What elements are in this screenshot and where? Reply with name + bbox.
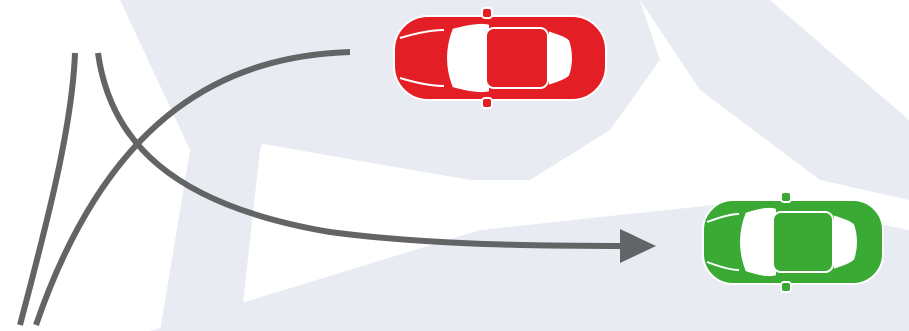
watermark-shape-right — [640, 0, 909, 200]
car-windshield — [739, 207, 777, 277]
car-top-view-icon — [703, 192, 883, 292]
car-roof — [773, 212, 833, 272]
car-windshield — [446, 23, 490, 93]
car-rear-window — [833, 214, 858, 270]
car-mirror — [781, 282, 791, 292]
car-rear-window — [548, 30, 573, 86]
red-car — [394, 8, 606, 108]
car-mirror — [482, 8, 492, 18]
car-roof — [486, 28, 548, 88]
green-car — [703, 192, 883, 292]
lane-line-left — [20, 53, 75, 325]
car-mirror — [482, 98, 492, 108]
car-top-view-icon — [394, 8, 606, 108]
car-mirror — [781, 192, 791, 202]
